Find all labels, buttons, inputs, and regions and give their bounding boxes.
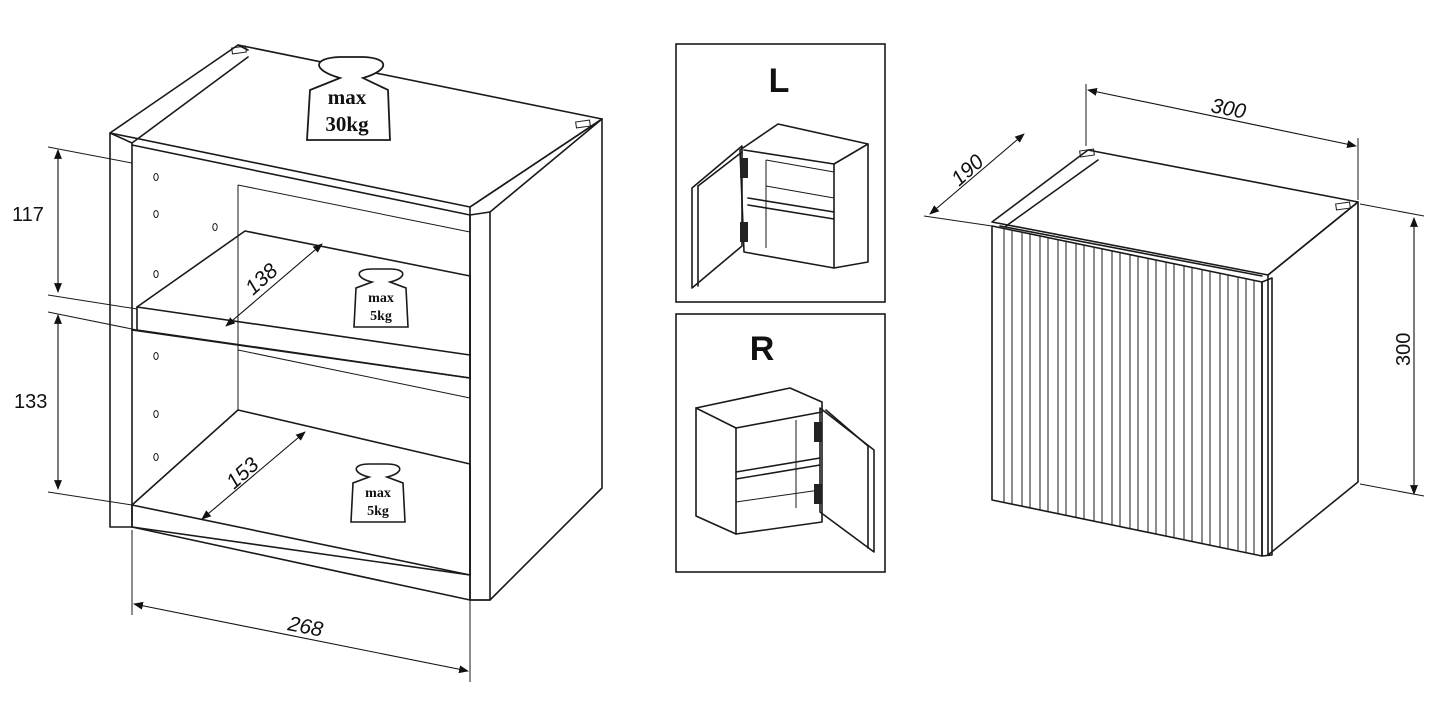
weight-top-line2: 30kg — [325, 112, 369, 136]
dimension-closed-depth: 190 — [923, 133, 1025, 227]
dim-133-label: 133 — [14, 391, 47, 413]
dim-190-label: 190 — [947, 150, 989, 191]
closed-cabinet-drawing — [991, 148, 1359, 557]
weight-lower-line2: 5kg — [367, 504, 389, 519]
dimension-upper-depth: 138 — [225, 243, 323, 327]
weight-icon-upper-shelf: max 5kg — [353, 268, 409, 328]
dimension-closed-height: 300 — [1359, 203, 1425, 497]
variant-right-panel: R — [675, 313, 886, 573]
weight-icon-top: max 30kg — [306, 56, 391, 141]
dim-268-label: 268 — [285, 612, 325, 642]
dimension-lower-height: 133 — [14, 311, 138, 506]
dim-138-label: 138 — [241, 259, 283, 300]
variant-left-label: L — [769, 62, 790, 100]
dim-300-height-label: 300 — [1393, 333, 1415, 366]
dim-300-width-label: 300 — [1209, 94, 1248, 123]
variant-right-label: R — [750, 330, 775, 368]
weight-icon-lower-shelf: max 5kg — [350, 463, 406, 523]
dimension-lower-depth: 153 — [201, 431, 306, 520]
weight-lower-line1: max — [365, 486, 391, 501]
dimension-closed-width: 300 — [1085, 84, 1359, 200]
variant-left-panel: L — [675, 43, 886, 303]
dim-153-label: 153 — [222, 453, 264, 494]
weight-top-line1: max — [328, 85, 367, 109]
weight-upper-line1: max — [368, 291, 394, 306]
door-flutes — [1003, 229, 1255, 554]
weight-upper-line2: 5kg — [370, 309, 392, 324]
dimension-width: 268 — [131, 530, 471, 682]
dim-117-label: 117 — [12, 204, 44, 226]
dimension-upper-height: 117 — [12, 146, 138, 310]
